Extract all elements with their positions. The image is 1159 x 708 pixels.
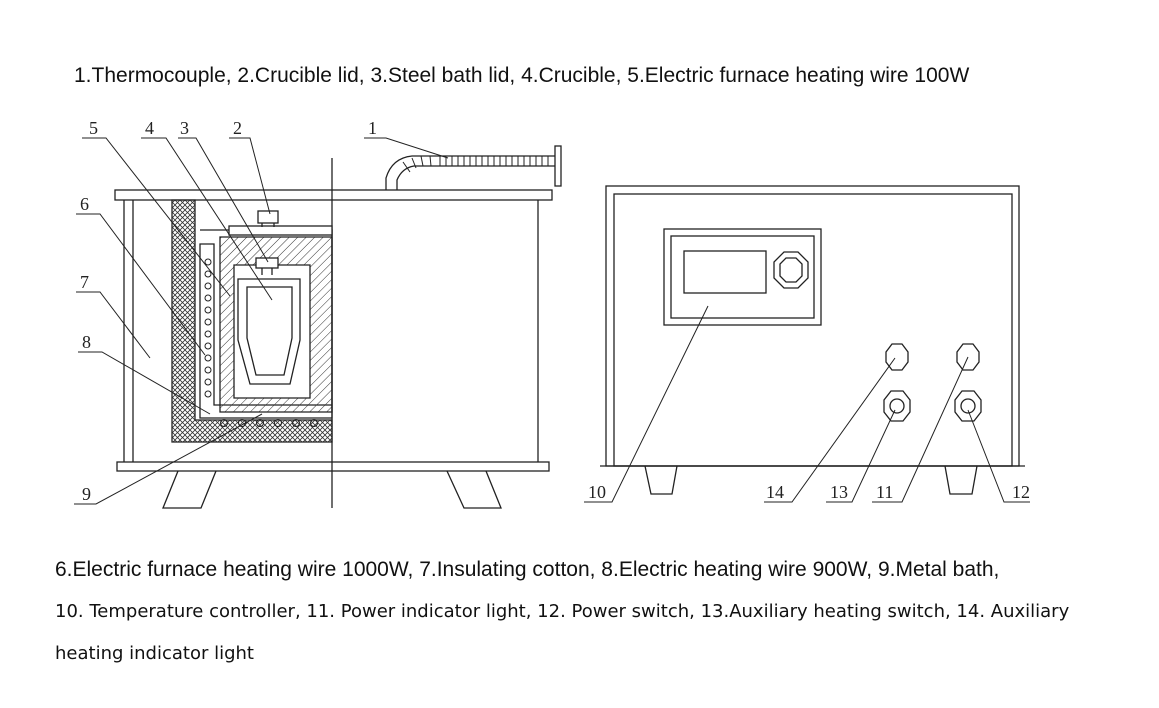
leader-lines-left [74,137,449,505]
crucible-lid [255,257,279,269]
callout-10: 10 [588,482,606,502]
right-foot [446,470,502,509]
callout-6: 6 [80,194,89,214]
callout-11: 11 [876,482,893,502]
aux-heating-indicator-light [885,343,909,371]
temperature-controller [663,228,822,326]
callout-2: 2 [233,118,242,138]
cabinet-inner [613,193,1013,467]
insulating-cotton [171,199,333,443]
cabinet-foot-right [944,465,978,495]
leader-lines-right [584,305,1030,503]
heating-wire-100w [204,258,212,398]
heating-wire-900w [220,419,318,427]
callout-5: 5 [89,118,98,138]
callout-8: 8 [82,332,91,352]
power-switch [954,390,982,422]
top-caption: 1.Thermocouple, 2.Crucible lid, 3.Steel … [74,64,970,87]
steel-bath-lid [228,225,333,236]
callout-1: 1 [368,118,377,138]
callout-7: 7 [80,272,89,292]
bath-hatched-wall [219,236,333,413]
crucible [237,278,301,385]
callout-4: 4 [145,118,154,138]
bottom-caption-line1: 6.Electric furnace heating wire 1000W, 7… [55,558,1000,581]
callout-14: 14 [766,482,784,502]
bottom-caption-line2: 10. Temperature controller, 11. Power in… [55,601,1070,622]
cabinet-foot-left [644,465,678,495]
aux-heating-switch [883,390,911,422]
top-plate [114,189,553,201]
callout-13: 13 [830,482,848,502]
callout-12: 12 [1012,482,1030,502]
cabinet-outer [605,185,1020,467]
thermocouple [385,145,562,190]
bottom-plate [116,461,550,472]
bottom-caption-line3: heating indicator light [55,643,254,664]
callout-3: 3 [180,118,189,138]
callout-9: 9 [82,484,91,504]
left-foot [162,470,217,509]
power-indicator-light [956,343,980,371]
controller-display [683,250,767,294]
controller-knob [773,251,809,289]
